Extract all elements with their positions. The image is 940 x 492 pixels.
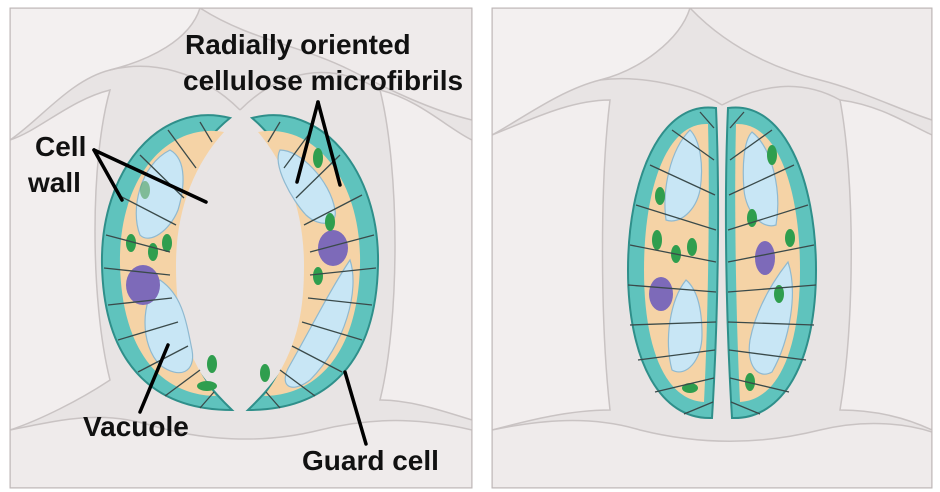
chloroplast [162, 234, 172, 252]
nucleus [755, 241, 775, 275]
chloroplast [325, 213, 335, 231]
vacuole-label: Vacuole [83, 411, 189, 442]
chloroplast [767, 145, 777, 165]
chloroplast [785, 229, 795, 247]
chloroplast [652, 230, 662, 250]
chloroplast [655, 187, 665, 205]
chloroplast [207, 355, 217, 373]
closed-stoma-panel [492, 8, 932, 488]
chloroplast [260, 364, 270, 382]
chloroplast [313, 148, 323, 168]
cell-wall-label-line2: wall [27, 167, 81, 198]
chloroplast [148, 243, 158, 261]
microfibrils-label-line2: cellulose microfibrils [183, 65, 463, 96]
guard-cell-label: Guard cell [302, 445, 439, 476]
chloroplast [140, 181, 150, 199]
cell-wall-label-line1: Cell [35, 131, 86, 162]
microfibrils-label-line1: Radially oriented [185, 29, 411, 60]
nucleus [649, 277, 673, 311]
chloroplast [197, 381, 217, 391]
chloroplast [747, 209, 757, 227]
chloroplast [313, 267, 323, 285]
chloroplast [687, 238, 697, 256]
nucleus [318, 230, 348, 266]
